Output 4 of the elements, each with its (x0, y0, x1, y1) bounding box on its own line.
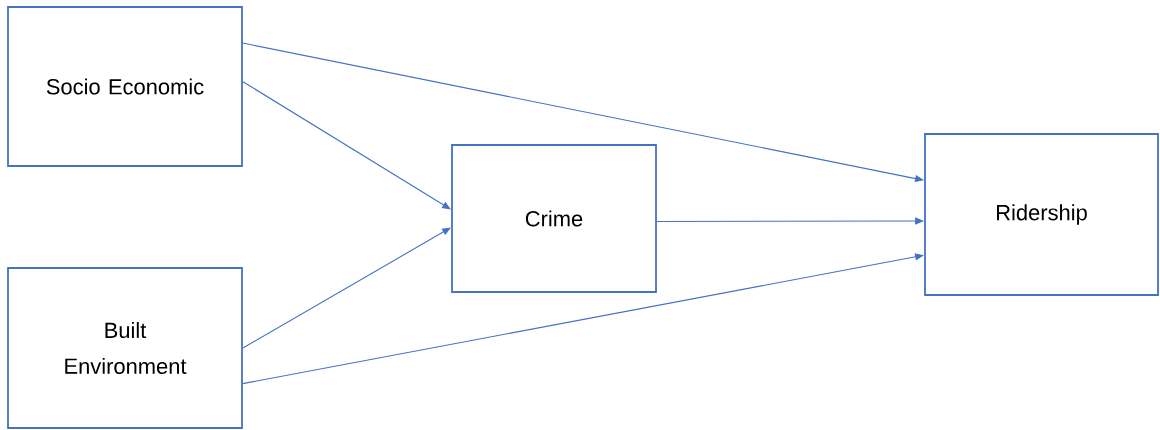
process-box: Crime (451, 144, 657, 293)
process-box: Ridership (924, 133, 1159, 296)
process-box: Socio Economic (7, 6, 243, 167)
process-box: Built Environment (7, 267, 243, 429)
